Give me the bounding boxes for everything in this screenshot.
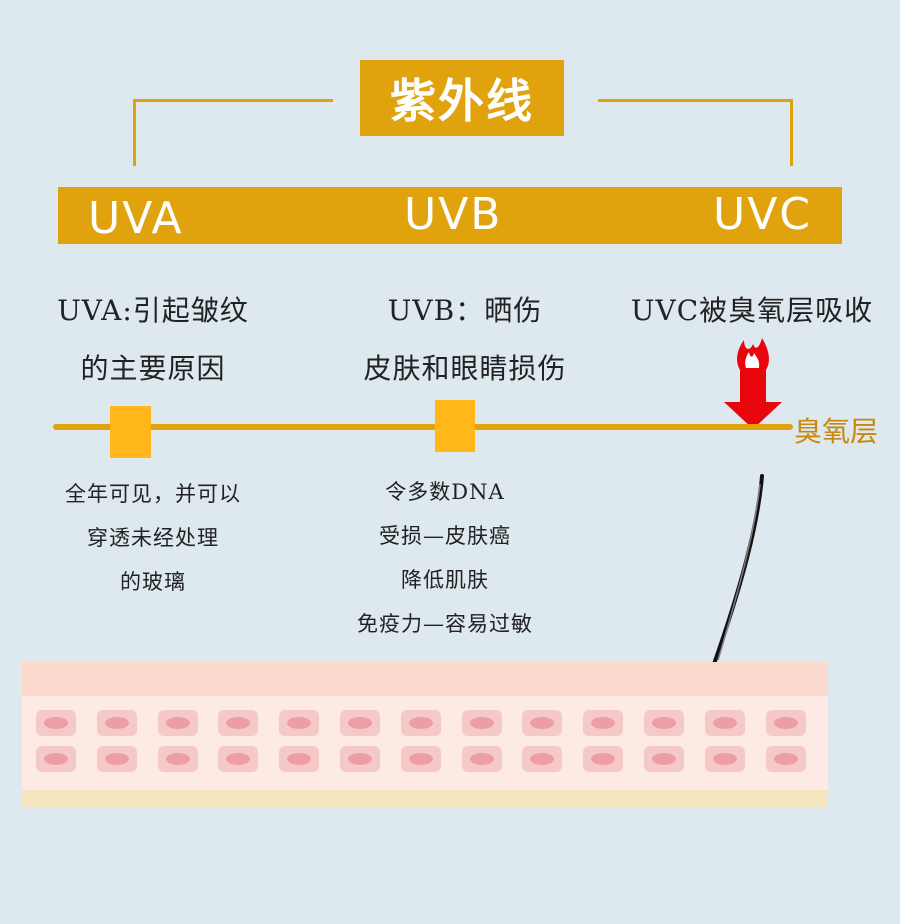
uvc-label: UVC bbox=[713, 189, 813, 240]
bracket-right-horizontal bbox=[598, 99, 793, 102]
skin-cell bbox=[340, 746, 380, 772]
skin-cell bbox=[279, 746, 320, 772]
uvb-marker bbox=[435, 400, 475, 452]
skin-cell bbox=[461, 746, 502, 772]
hair-icon bbox=[712, 474, 764, 666]
bracket-left-vertical bbox=[133, 99, 136, 166]
uvb-desc-line: 皮肤和眼睛损伤 bbox=[363, 352, 567, 385]
skin-cell bbox=[583, 710, 624, 736]
skin-subcutaneous-layer bbox=[22, 790, 828, 808]
uv-band-bar bbox=[58, 187, 842, 244]
uvb-note-line: 降低肌肤 bbox=[401, 568, 489, 592]
uva-note-line: 全年可见，并可以 bbox=[65, 482, 241, 506]
skin-cell bbox=[218, 746, 259, 772]
uva-desc-line: 的主要原因 bbox=[80, 352, 226, 385]
uva-label: UVA bbox=[88, 193, 184, 244]
skin-cell bbox=[644, 746, 684, 772]
fire-arrow-icon bbox=[724, 338, 782, 429]
uvb-note-line: 免疫力—容易过敏 bbox=[357, 612, 533, 636]
skin-cell bbox=[461, 710, 502, 736]
ozone-label: 臭氧层 bbox=[794, 415, 879, 448]
skin-cell bbox=[157, 746, 198, 772]
skin-cell bbox=[340, 710, 380, 736]
uvb-note-line: 令多数DNA bbox=[385, 480, 505, 504]
skin-cell bbox=[400, 710, 441, 736]
skin-cell bbox=[96, 746, 137, 772]
uvc-description: UVC被臭氧层吸收 bbox=[618, 282, 886, 340]
bracket-left-horizontal bbox=[133, 99, 333, 102]
skin-cell bbox=[704, 710, 745, 736]
bracket-right-vertical bbox=[790, 99, 793, 166]
uva-desc-line: UVA:引起皱纹 bbox=[57, 294, 249, 327]
skin-cell bbox=[522, 710, 563, 736]
uva-marker bbox=[110, 406, 151, 458]
skin-cell bbox=[218, 710, 259, 736]
skin-cell bbox=[704, 746, 745, 772]
skin-cell bbox=[157, 710, 198, 736]
skin-cell bbox=[765, 746, 806, 772]
skin-cell bbox=[400, 746, 441, 772]
uva-description: UVA:引起皱纹 的主要原因 bbox=[40, 282, 266, 398]
uva-note: 全年可见，并可以 穿透未经处理 的玻璃 bbox=[40, 472, 266, 604]
uvb-description: UVB：晒伤 皮肤和眼睛损伤 bbox=[330, 282, 600, 398]
uva-note-line: 穿透未经处理 bbox=[87, 526, 219, 550]
skin-cell bbox=[644, 710, 684, 736]
timeline-line bbox=[53, 424, 793, 430]
uvb-label: UVB bbox=[404, 189, 503, 240]
skin-cell bbox=[36, 746, 76, 772]
uvb-desc-line: UVB：晒伤 bbox=[387, 294, 543, 327]
skin-cell bbox=[583, 746, 624, 772]
skin-epidermis-layer bbox=[22, 662, 828, 696]
skin-cell bbox=[765, 710, 806, 736]
uvb-note: 令多数DNA 受损—皮肤癌 降低肌肤 免疫力—容易过敏 bbox=[330, 470, 560, 646]
uva-note-line: 的玻璃 bbox=[120, 570, 186, 594]
title-box: 紫外线 bbox=[360, 60, 564, 136]
uvc-desc-line: UVC被臭氧层吸收 bbox=[630, 294, 874, 327]
skin-cell bbox=[36, 710, 76, 736]
uvb-note-line: 受损—皮肤癌 bbox=[379, 524, 511, 548]
skin-cell bbox=[522, 746, 563, 772]
skin-cell bbox=[96, 710, 137, 736]
diagram-title: 紫外线 bbox=[390, 74, 534, 128]
skin-cell bbox=[279, 710, 320, 736]
